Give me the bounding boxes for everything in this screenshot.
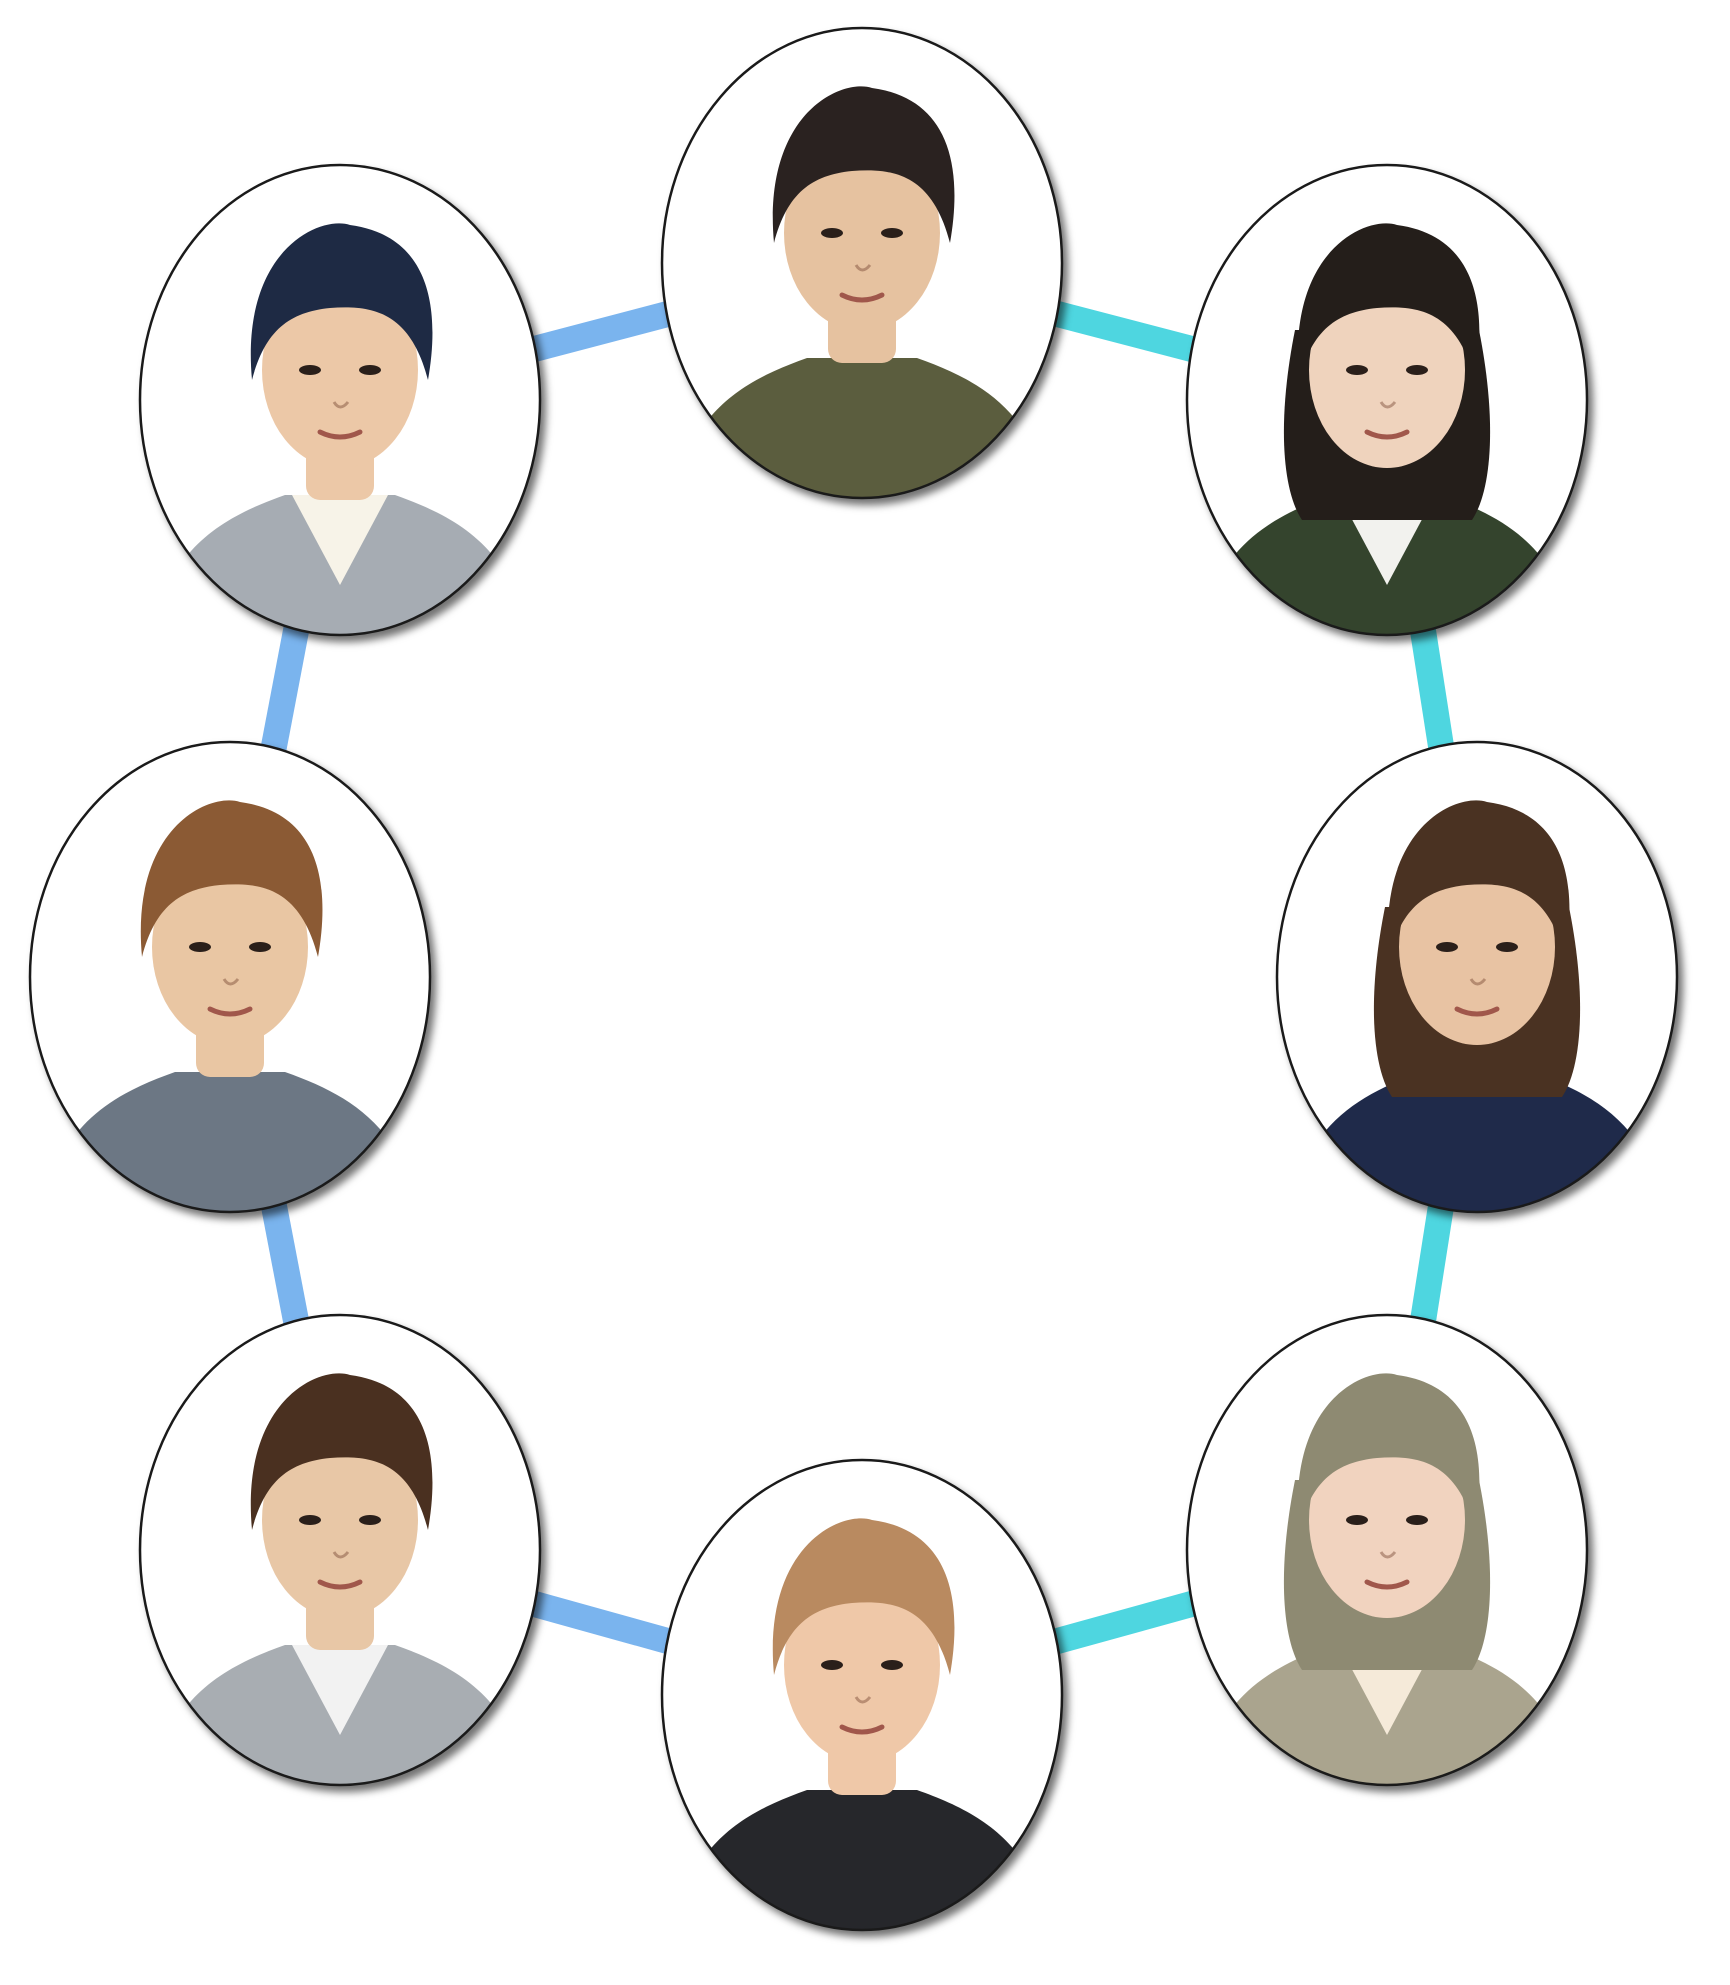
left-eye [1436,942,1458,952]
portrait-border [660,1458,1064,1932]
portrait-upper-right [1185,163,1589,637]
inner-shirt [292,1645,388,1735]
face [1399,849,1555,1045]
hair [1387,800,1570,957]
mouth [1364,1579,1410,1590]
portrait-lower-right [1185,1313,1589,1787]
portrait-top [660,26,1064,500]
right-eye [249,942,271,952]
portrait-border [138,1313,542,1787]
nose [854,264,872,272]
portrait-lower-left [138,1313,542,1787]
portrait-border [1275,740,1679,1214]
left-eye [1346,365,1368,375]
portrait-border [660,26,1064,500]
hair [140,800,323,957]
nose [1469,978,1487,986]
nose [1379,1551,1397,1559]
portrait-upper-left [138,163,542,637]
left-eye [821,1660,843,1670]
mouth [317,1579,363,1590]
left-eye [299,1515,321,1525]
hair [772,1518,955,1675]
mouth [1364,429,1410,440]
inner-shirt [292,495,388,585]
right-eye [1496,942,1518,952]
hair [250,1373,433,1530]
face [784,1567,940,1763]
right-eye [881,228,903,238]
right-eye [1406,365,1428,375]
hair [1297,223,1480,380]
hair [250,223,433,380]
nose [332,1551,350,1559]
face [262,1422,418,1618]
portrait-right [1275,740,1679,1214]
mouth [839,292,885,303]
portrait-group [28,26,1679,1932]
nose [1379,401,1397,409]
left-eye [299,365,321,375]
left-eye [189,942,211,952]
face [1309,272,1465,468]
mouth [1454,1006,1500,1017]
portrait-left [28,740,432,1214]
nose [222,978,240,986]
right-eye [1406,1515,1428,1525]
portrait-border [28,740,432,1214]
right-eye [881,1660,903,1670]
left-eye [821,228,843,238]
left-eye [1346,1515,1368,1525]
mouth [317,429,363,440]
right-eye [359,365,381,375]
mouth [207,1006,253,1017]
nose [332,401,350,409]
right-eye [359,1515,381,1525]
hair [772,86,955,243]
portrait-border [1185,163,1589,637]
face [1309,1422,1465,1618]
portrait-bottom [660,1458,1064,1932]
hair [1297,1373,1480,1530]
face [784,135,940,331]
face [262,272,418,468]
mouth [839,1724,885,1735]
portrait-border [138,163,542,637]
nose [854,1696,872,1704]
face [152,849,308,1045]
portrait-border [1185,1313,1589,1787]
